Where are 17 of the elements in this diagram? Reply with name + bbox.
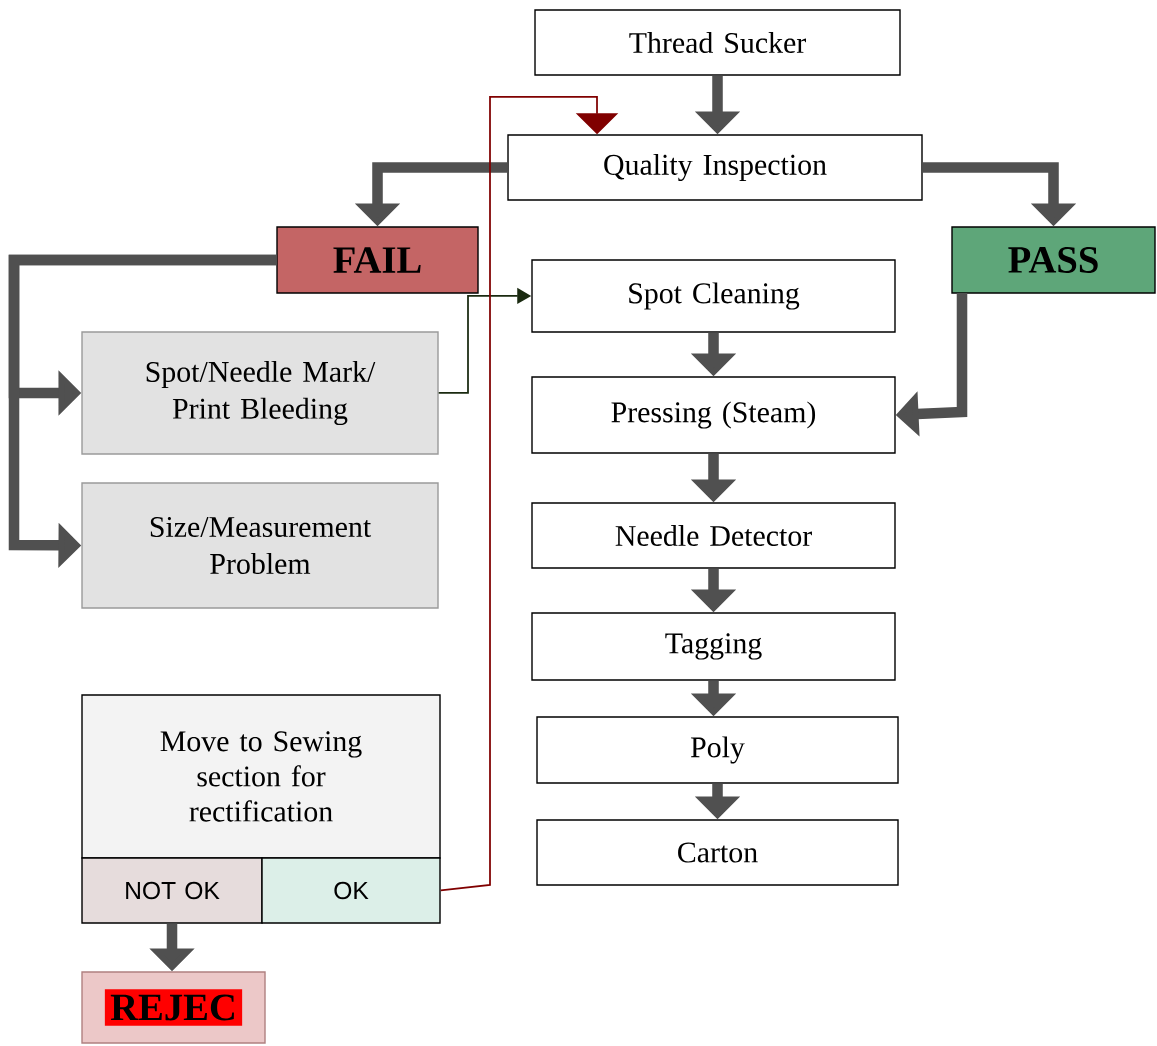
process-box: Spot Cleaning [531,259,896,333]
process-box: Poly [536,716,899,784]
defect-box: Size/Measurement Problem [81,482,439,609]
decision-cell: OK [261,857,441,924]
reject-box: REJEC [81,971,266,1044]
defect-box: Spot/Needle Mark/ Print Bleeding [81,331,439,455]
result-box: PASS [951,226,1156,294]
rework-box: Move to Sewing section for rectification [81,694,441,859]
process-box: Quality Inspection [507,134,923,201]
process-box: Carton [536,819,899,886]
process-box: Pressing (Steam) [531,376,896,454]
result-box: FAIL [276,226,479,294]
process-box: Needle Detector [531,502,896,569]
decision-cell: NOT OK [81,857,263,924]
process-box: Thread Sucker [534,9,901,76]
arrow [439,96,619,892]
process-box: Tagging [531,612,896,681]
